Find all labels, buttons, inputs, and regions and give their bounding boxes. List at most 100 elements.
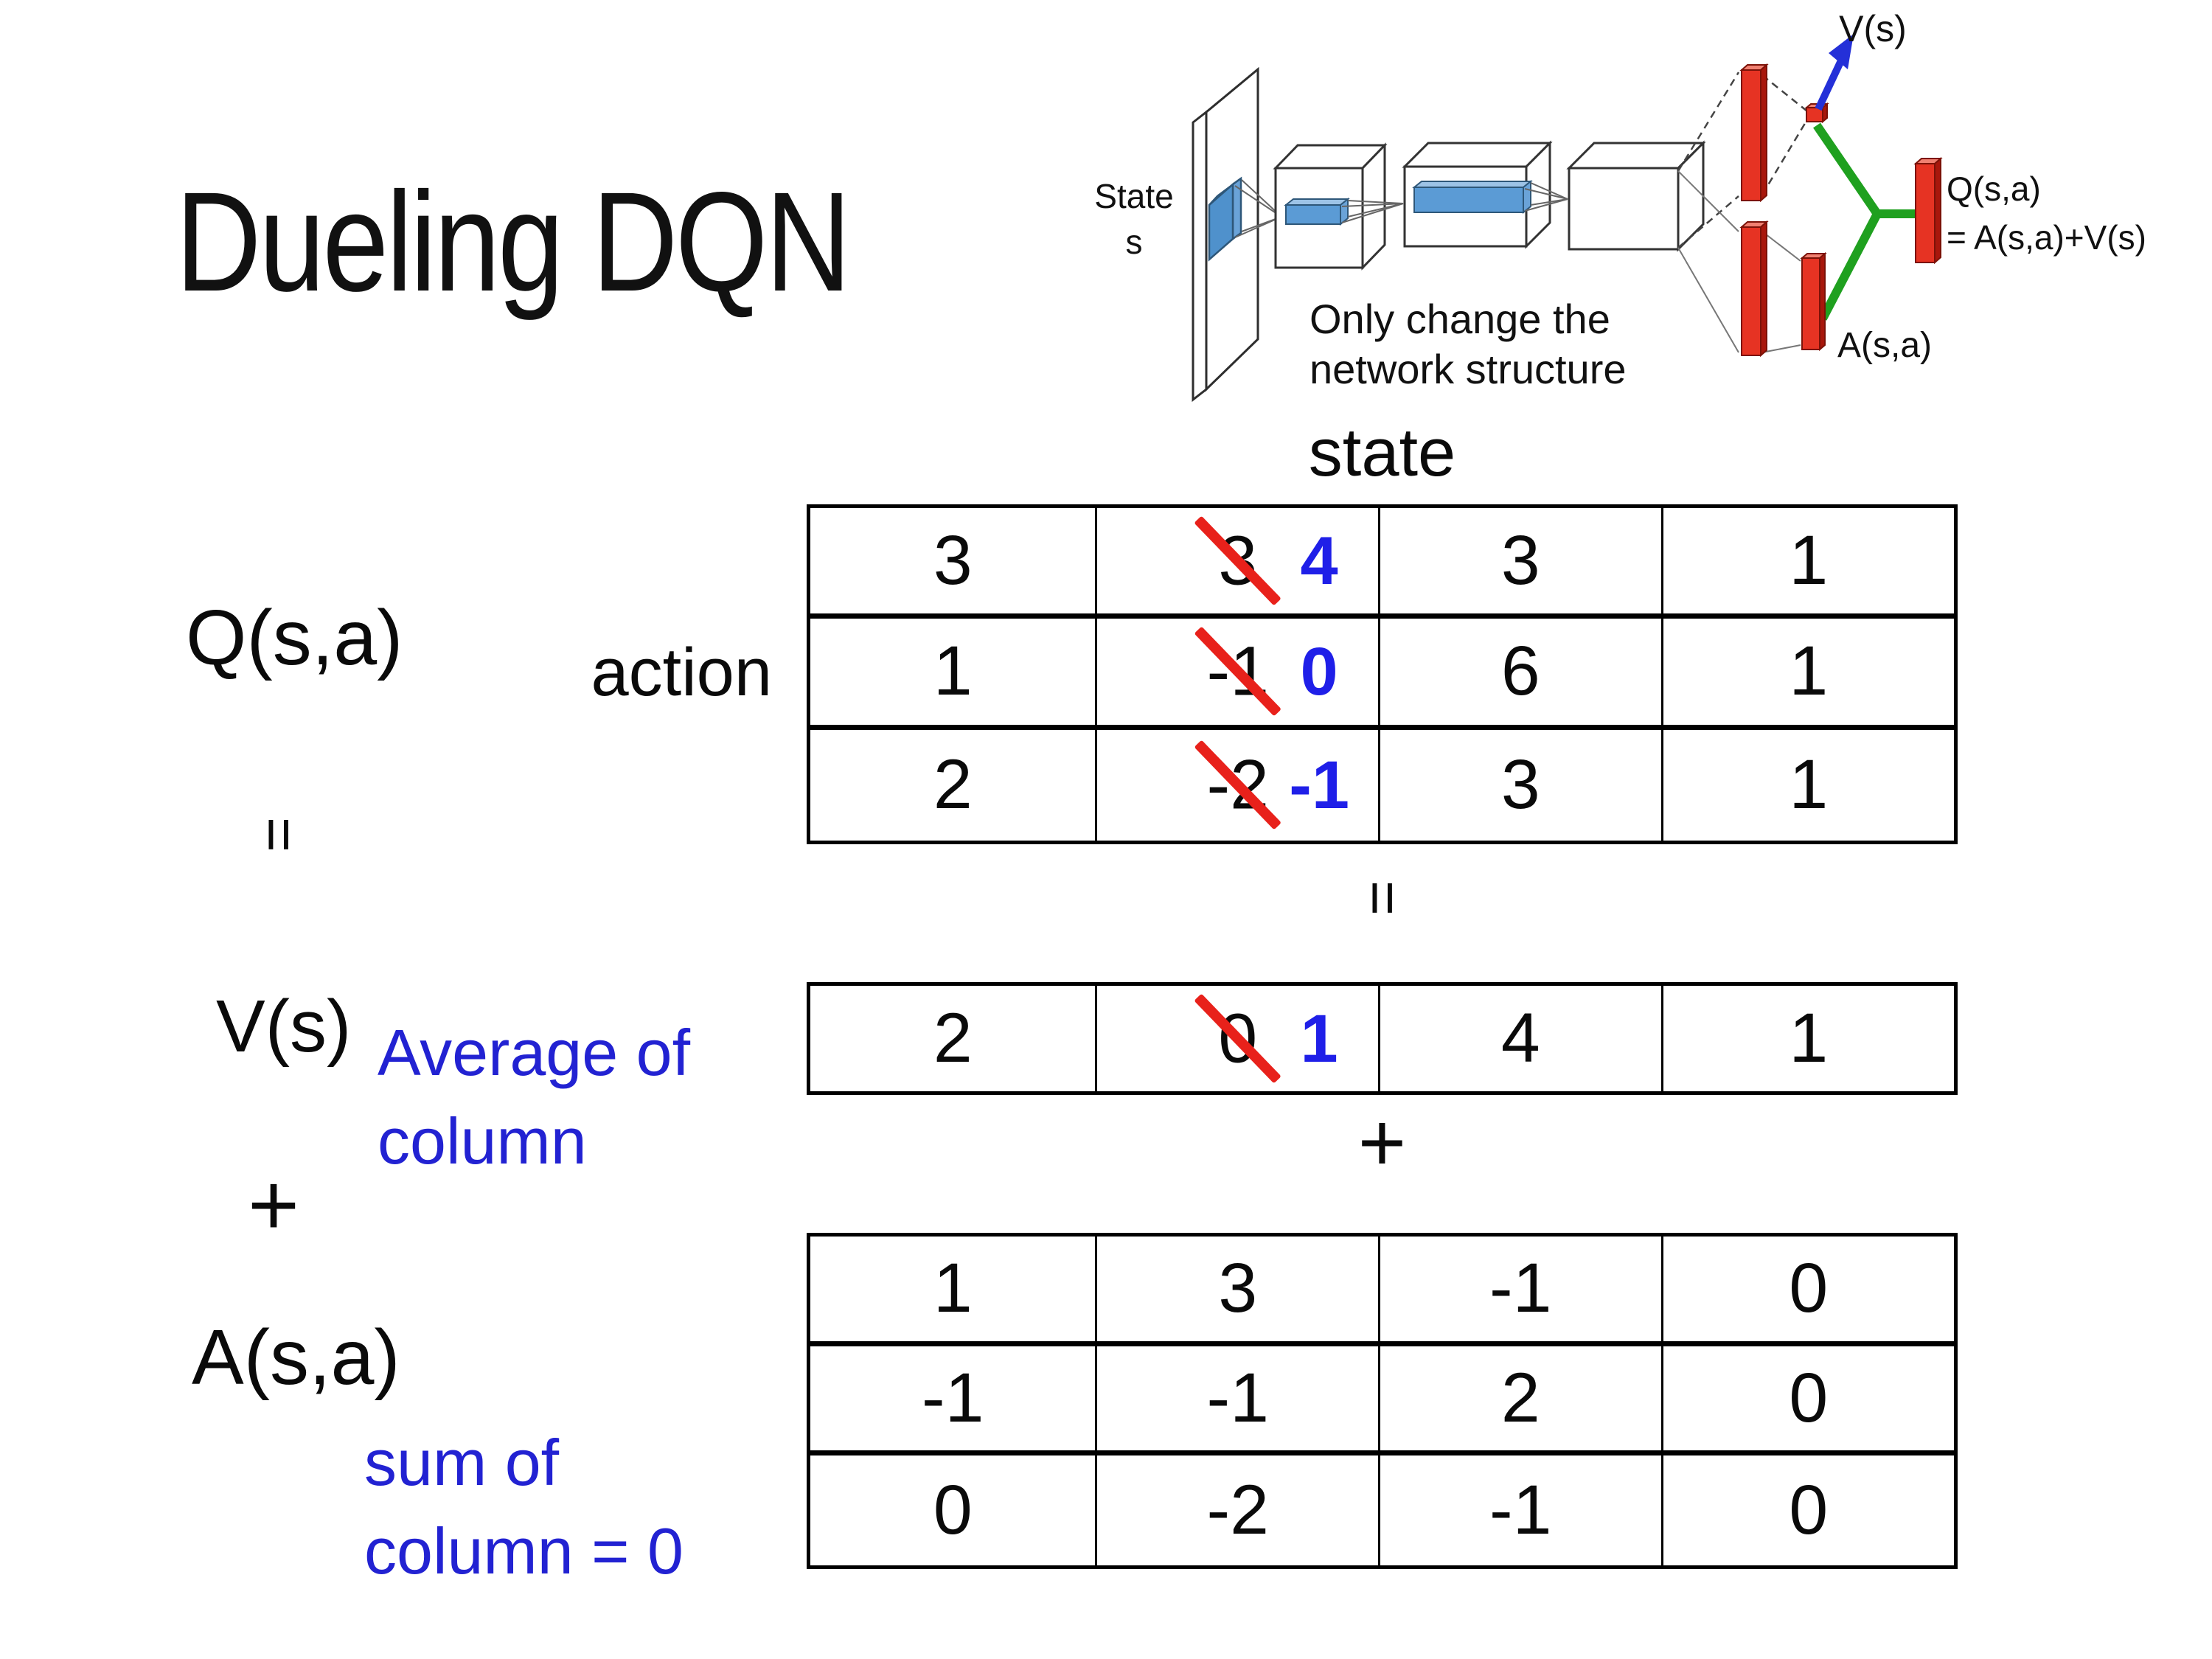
vbar-front xyxy=(1741,69,1761,201)
cell: 0 xyxy=(1663,1237,1954,1346)
cell: 4 xyxy=(1380,986,1663,1091)
vnode-front xyxy=(1806,107,1823,122)
cell: 0 xyxy=(810,1455,1098,1565)
a-output-label: A(s,a) xyxy=(1837,326,1932,365)
cell: 2 xyxy=(1380,1346,1663,1456)
sum-note-line2: column = 0 xyxy=(364,1514,684,1587)
v-scalar-node xyxy=(1804,102,1829,124)
value: 1 xyxy=(933,632,973,711)
cell: 1 xyxy=(1663,730,1954,841)
conv-box-2 xyxy=(1402,140,1553,249)
action-axis-label: action xyxy=(591,635,773,710)
struck-value-wrap: -1 xyxy=(1194,627,1281,717)
q-table: 3 3 4 3 1 1 -1 0 6 1 2 -2 -1 xyxy=(807,504,1958,844)
cell: 2 xyxy=(810,729,1098,841)
page-title: Dueling DQN xyxy=(175,162,852,321)
cell: 1 xyxy=(1663,986,1954,1091)
value: 1 xyxy=(1789,745,1829,824)
bar1-front xyxy=(1285,204,1341,225)
bar2-side xyxy=(1523,179,1531,215)
v-term-label: V(s) xyxy=(216,985,352,1068)
abar2-front xyxy=(1801,257,1820,350)
value: 1 xyxy=(1789,521,1829,600)
box2-top xyxy=(1402,142,1553,168)
abar1-front xyxy=(1741,226,1761,356)
value: 3 xyxy=(1500,521,1540,600)
input-plane xyxy=(1192,66,1259,403)
fan-lines-3 xyxy=(1524,182,1568,212)
value: -1 xyxy=(1489,1249,1552,1328)
q-output-formula: = A(s,a)+V(s) xyxy=(1947,218,2146,257)
state-axis-label: state xyxy=(1308,415,1456,490)
cell-corrected: 0 1 xyxy=(1097,986,1381,1091)
value: 1 xyxy=(1789,999,1829,1077)
a-term-label: A(s,a) xyxy=(192,1314,400,1401)
value: -1 xyxy=(922,1358,984,1437)
average-note-line2: column xyxy=(378,1105,587,1178)
plus-sign-middle: + xyxy=(1357,1096,1407,1189)
struck-value-wrap: 0 xyxy=(1194,993,1281,1084)
q-output-label: Q(s,a) xyxy=(1947,170,2041,208)
qbar-front xyxy=(1915,163,1935,263)
diagram-note-line2: network structure xyxy=(1310,346,1627,392)
abar2-side xyxy=(1819,251,1826,352)
value: 2 xyxy=(933,999,973,1077)
cell-corrected: -1 0 xyxy=(1097,619,1381,730)
a-stream-hidden-bar xyxy=(1739,220,1769,358)
plane-side xyxy=(1192,109,1208,403)
cell: 6 xyxy=(1380,619,1663,730)
state-label-line1: State xyxy=(1094,177,1173,215)
cell: 0 xyxy=(1663,1455,1954,1565)
cell: 3 xyxy=(1380,729,1663,841)
v-output-arrow xyxy=(1815,34,1854,111)
cell: 3 xyxy=(810,508,1098,619)
cell: -1 xyxy=(1380,1455,1663,1565)
v-stream-dashed-links xyxy=(1677,72,1808,248)
average-note-line1: Average of xyxy=(378,1016,691,1089)
cell: 1 xyxy=(810,619,1098,730)
fc-box xyxy=(1566,140,1706,252)
box1-side xyxy=(1361,142,1386,271)
state-label-line2: s xyxy=(1126,223,1143,261)
cell: -2 xyxy=(1097,1455,1381,1565)
value: 0 xyxy=(933,1471,973,1550)
new-value: 1 xyxy=(1300,1001,1338,1077)
cell-corrected: -2 -1 xyxy=(1097,729,1381,841)
value: 1 xyxy=(933,1249,973,1328)
qbar-side xyxy=(1934,156,1941,265)
value: 0 xyxy=(1789,1249,1829,1328)
bar2-top xyxy=(1412,181,1533,188)
value: 2 xyxy=(1500,1358,1540,1437)
cell: 1 xyxy=(810,1237,1098,1346)
value: 0 xyxy=(1789,1471,1829,1550)
v-table: 2 0 1 4 1 xyxy=(807,982,1958,1095)
value: 3 xyxy=(1218,1249,1258,1328)
sum-note-line1: sum of xyxy=(364,1426,560,1499)
value: 0 xyxy=(1789,1358,1829,1437)
equals-sign-middle: = xyxy=(1349,880,1416,916)
value: 3 xyxy=(933,521,973,600)
v-stream-hidden-bar xyxy=(1739,63,1769,203)
diagram-note-line1: Only change the xyxy=(1310,296,1610,342)
cell: 0 xyxy=(1663,1346,1954,1456)
a-vector-bar xyxy=(1800,251,1827,352)
v-output-label: V(s) xyxy=(1839,8,1907,49)
value: -2 xyxy=(1206,1471,1269,1550)
bar2-front xyxy=(1413,187,1524,213)
equals-sign-left: = xyxy=(246,817,313,852)
patch-front xyxy=(1208,182,1234,262)
dueling-network-diagram: State s V(s) Q(s,a) = A(s,a)+V(s) A(s,a)… xyxy=(1094,8,2146,403)
a-stream-links xyxy=(1677,170,1801,353)
cell: 1 xyxy=(1663,508,1954,619)
cell: 1 xyxy=(1663,619,1954,730)
cell-corrected: 3 4 xyxy=(1097,508,1381,619)
fan-lines-2 xyxy=(1341,200,1404,223)
q-output-bar xyxy=(1913,156,1943,265)
a-table: 1 3 -1 0 -1 -1 2 0 0 -2 -1 0 xyxy=(807,1233,1958,1569)
conv-filter-patch xyxy=(1208,176,1242,262)
combine-links xyxy=(1813,122,1917,321)
struck-value-wrap: -2 xyxy=(1194,740,1281,830)
plus-sign-left: + xyxy=(248,1155,300,1254)
value: -1 xyxy=(1206,1358,1269,1437)
